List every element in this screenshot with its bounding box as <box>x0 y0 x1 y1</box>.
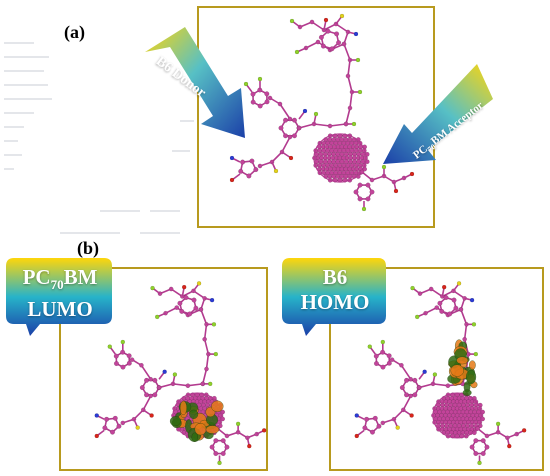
molecule-panel-b-right <box>354 281 527 466</box>
panel-label-a: (a) <box>64 22 85 42</box>
lumo-callout <box>6 258 112 336</box>
homo-callout-title: B6 HOMO <box>300 265 370 314</box>
donor-arrow <box>145 27 245 138</box>
panel-label-b: (b) <box>77 238 99 258</box>
lumo-callout-title: PC70BM LUMO <box>22 265 98 322</box>
acceptor-arrow <box>383 64 493 164</box>
homo-callout <box>282 258 386 336</box>
molecule-panel-b-left <box>94 281 267 466</box>
molecule-panel-a <box>229 13 415 212</box>
